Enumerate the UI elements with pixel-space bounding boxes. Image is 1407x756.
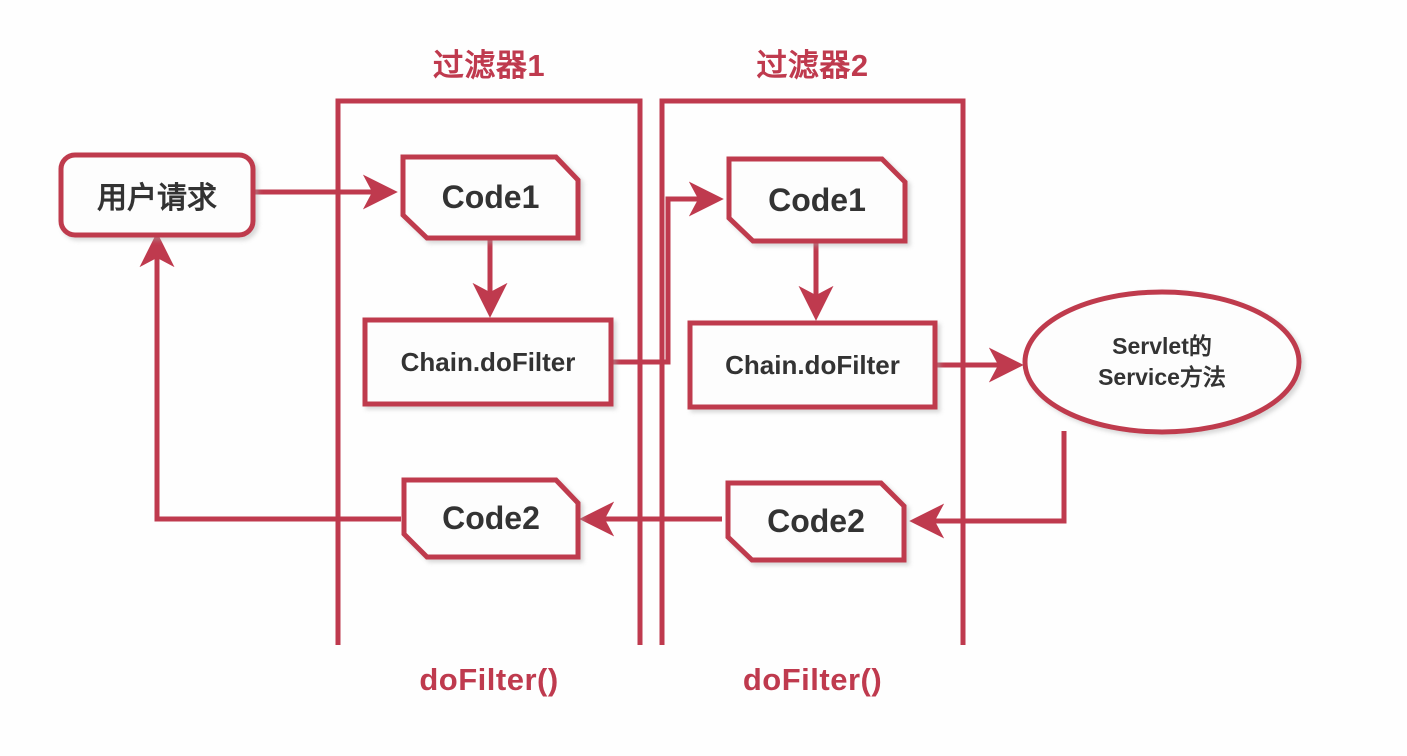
node-f2-code1-shape[interactable] [726, 156, 908, 244]
node-servlet-shape[interactable] [1022, 289, 1302, 435]
node-f2-code2-shape[interactable] [725, 480, 907, 563]
filter1-top-caption: 过滤器1 [432, 48, 546, 83]
filter2-top-caption: 过滤器2 [756, 48, 869, 83]
connector-f1chain-to-f2code1 [611, 181, 724, 365]
node-f1-code1-shape[interactable] [400, 154, 581, 241]
node-f1-code2-shape[interactable] [401, 477, 581, 560]
node-user-request-shape[interactable] [58, 152, 256, 238]
filter1-bottom-caption: doFilter() [419, 662, 559, 697]
filter1-container [335, 98, 643, 645]
filter2-container [659, 98, 966, 645]
node-f2-chain-shape[interactable] [687, 320, 938, 410]
connector-f1code2-to-user [139, 232, 401, 522]
connector-servlet-to-f2code2 [909, 431, 1067, 539]
node-f1-chain-shape[interactable] [362, 317, 614, 407]
filter2-bottom-caption: doFilter() [742, 662, 883, 697]
